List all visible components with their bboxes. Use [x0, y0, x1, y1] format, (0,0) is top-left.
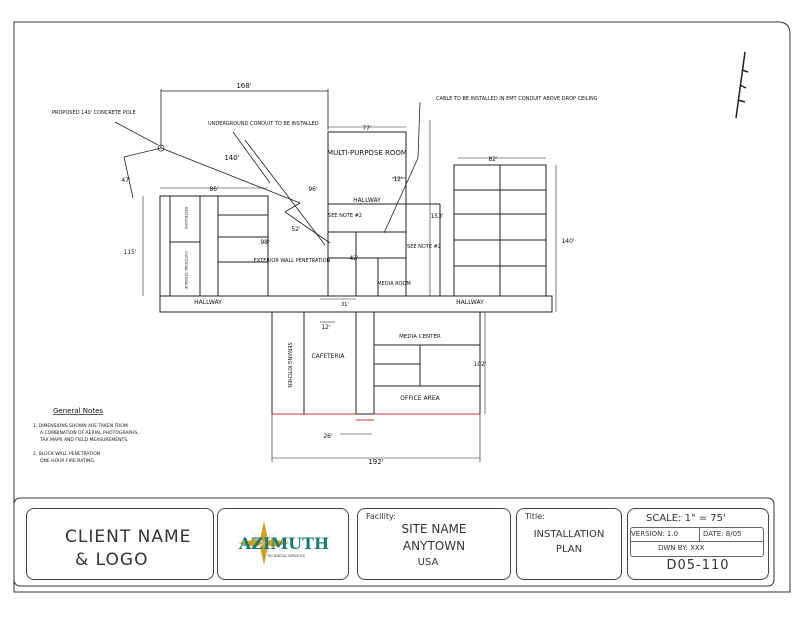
room-serving-kitchen: SERVING KITCHEN	[286, 342, 292, 388]
dimension-labels: 168' 140' 47' 86' 96' 52' 98' 115' 77' 1…	[121, 82, 575, 466]
dim-77: 77'	[362, 125, 372, 132]
general-notes-heading: General Notes	[53, 407, 103, 415]
dim-31: 31'	[341, 302, 349, 308]
title-box: Title: INSTALLATION PLAN	[516, 508, 622, 580]
dim-96: 96'	[308, 186, 318, 193]
dim-42: 42'	[349, 255, 359, 262]
dim-86: 86'	[209, 186, 219, 193]
title-block-frame	[13, 497, 775, 587]
general-notes: General Notes 1. DIMENSIONS SHOWN ARE TA…	[33, 407, 139, 464]
dim-52: 52'	[291, 226, 301, 233]
facility-city: ANYTOWN	[402, 539, 466, 553]
date-text: DATE: 8/05	[703, 530, 742, 538]
scale-text: SCALE: 1" = 75'	[646, 513, 726, 524]
dim-12-lower: 12'	[321, 324, 331, 331]
note-underground-conduit: UNDERGROUND CONDUIT TO BE INSTALLED	[208, 121, 319, 127]
company-logo-box: AZIMUTH TECHNICAL SERVICES	[217, 508, 349, 580]
version-text: VERSION: 1.0	[631, 530, 679, 538]
note-cable-emt: CABLE TO BE INSTALLED IN EMT CONDUIT ABO…	[436, 96, 598, 102]
general-note-1-line-1: 1. DIMENSIONS SHOWN ARE TAKEN FROM	[33, 423, 128, 429]
room-restrooms: RESTROOMS	[184, 207, 188, 230]
revision-box: SCALE: 1" = 75' VERSION: 1.0 DATE: 8/05 …	[627, 508, 769, 580]
note-see-note-2: SEE NOTE #2	[407, 244, 441, 250]
facility-label: Facility:	[366, 512, 396, 521]
drawn-by-text: DWN BY: XXX	[658, 544, 705, 552]
dim-26: 26'	[323, 433, 333, 440]
client-logo-box: CLIENT NAME & LOGO	[26, 508, 214, 580]
drawing-title-line-1: INSTALLATION	[533, 529, 605, 540]
facility-site-name: SITE NAME	[401, 522, 467, 536]
room-cafeteria: CAFETERIA	[311, 353, 345, 360]
client-name-text: CLIENT NAME	[65, 527, 192, 547]
client-logo-text: & LOGO	[75, 550, 149, 570]
room-labels: MULTI-PURPOSE ROOM HALLWAY HALLWAY HALLW…	[184, 149, 484, 402]
room-media-room: MEDIA ROOM	[377, 281, 410, 287]
dim-192: 192'	[368, 458, 383, 466]
logo-wordmark: AZIMUTH	[238, 534, 329, 553]
plan-callouts: PROPOSED 140' CONCRETE POLE UNDERGROUND …	[52, 96, 598, 264]
note-exterior-wall: EXTERIOR WALL PENETRATION	[254, 258, 331, 264]
note-see-note-1: SEE NOTE #2	[328, 213, 362, 219]
note-concrete-pole: PROPOSED 140' CONCRETE POLE	[52, 110, 136, 116]
dim-140-diag: 140'	[224, 154, 239, 162]
room-custodial: CUSTODIAL STORAGE	[184, 251, 188, 289]
dim-98: 98'	[260, 239, 270, 246]
room-multi-purpose: MULTI-PURPOSE ROOM	[327, 149, 407, 157]
title-label: Title:	[525, 512, 545, 521]
azimuth-logo: AZIMUTH TECHNICAL SERVICES	[238, 521, 329, 565]
room-hallway-upper: HALLWAY	[353, 197, 381, 204]
building-walls	[159, 131, 553, 415]
room-hallway-left: HALLWAY	[194, 299, 222, 306]
sheet-border	[13, 21, 791, 593]
site-leaders	[114, 89, 421, 246]
room-media-center: MEDIA CENTER	[399, 334, 441, 340]
dim-102: 102'	[473, 361, 486, 368]
dim-115: 115'	[123, 249, 136, 256]
facility-box: Facility: SITE NAME ANYTOWN USA	[357, 508, 511, 580]
north-arrow-icon	[735, 51, 749, 119]
dim-47: 47'	[121, 177, 131, 184]
dim-140-right: 140'	[561, 238, 574, 245]
dim-153: 153'	[430, 213, 443, 220]
drawing-number: D05-110	[666, 558, 730, 573]
red-markers	[272, 413, 480, 421]
dim-82: 82'	[488, 156, 498, 163]
facility-country: USA	[417, 557, 439, 568]
general-note-1-line-3: TAX MAPS AND FIELD MEASUREMENTS.	[39, 437, 129, 443]
revision-grid-lines	[630, 527, 764, 557]
general-note-1-line-2: A COMBINATION OF AERIAL PHOTOGRAPHS,	[40, 430, 139, 436]
general-note-2-line-2: ONE HOUR FIRE RATING.	[40, 458, 95, 464]
compass-star-icon	[238, 521, 290, 565]
general-note-2-line-1: 2. BLOCK WALL PENETRATION	[33, 451, 100, 457]
dimension-lines	[142, 120, 557, 462]
dim-12-upper: 12'	[393, 176, 403, 183]
drawing-title-line-2: PLAN	[555, 544, 583, 555]
room-hallway-right: HALLWAY	[456, 299, 484, 306]
logo-subtitle: TECHNICAL SERVICES	[266, 554, 306, 558]
dim-168: 168'	[236, 82, 251, 90]
room-office-area: OFFICE AREA	[400, 395, 440, 402]
